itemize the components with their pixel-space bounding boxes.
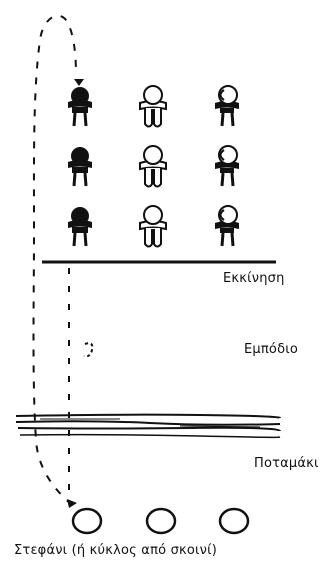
- arrowhead-top: [74, 79, 84, 86]
- river-label: Ποταμάκι: [254, 456, 319, 471]
- obstacle-label: Εμπόδιο: [244, 342, 298, 357]
- team-side: [213, 84, 241, 248]
- river: [15, 413, 281, 439]
- player-side-1: [213, 84, 241, 128]
- team-dark: [66, 85, 94, 248]
- player-dark-3: [66, 205, 94, 248]
- player-outline-2: [139, 145, 167, 188]
- hoops: [71, 507, 250, 535]
- player-outline-1: [139, 85, 167, 128]
- obstacle-mark: [83, 342, 94, 358]
- start-line-label: Εκκίνηση: [223, 271, 285, 286]
- hoop-3: [218, 507, 250, 535]
- run-path: [32, 14, 77, 506]
- hoop-2: [145, 507, 177, 535]
- hoop-label: Στεφάνι (ή κύκλος από σκοινί): [14, 543, 217, 558]
- player-outline-3: [139, 205, 167, 248]
- player-dark-2: [66, 145, 94, 188]
- hoop-1: [71, 507, 103, 535]
- player-side-2: [213, 144, 241, 188]
- player-side-3: [213, 204, 241, 248]
- team-outline: [139, 85, 167, 248]
- player-dark-1: [66, 85, 94, 128]
- run-path-arrow: [67, 499, 77, 508]
